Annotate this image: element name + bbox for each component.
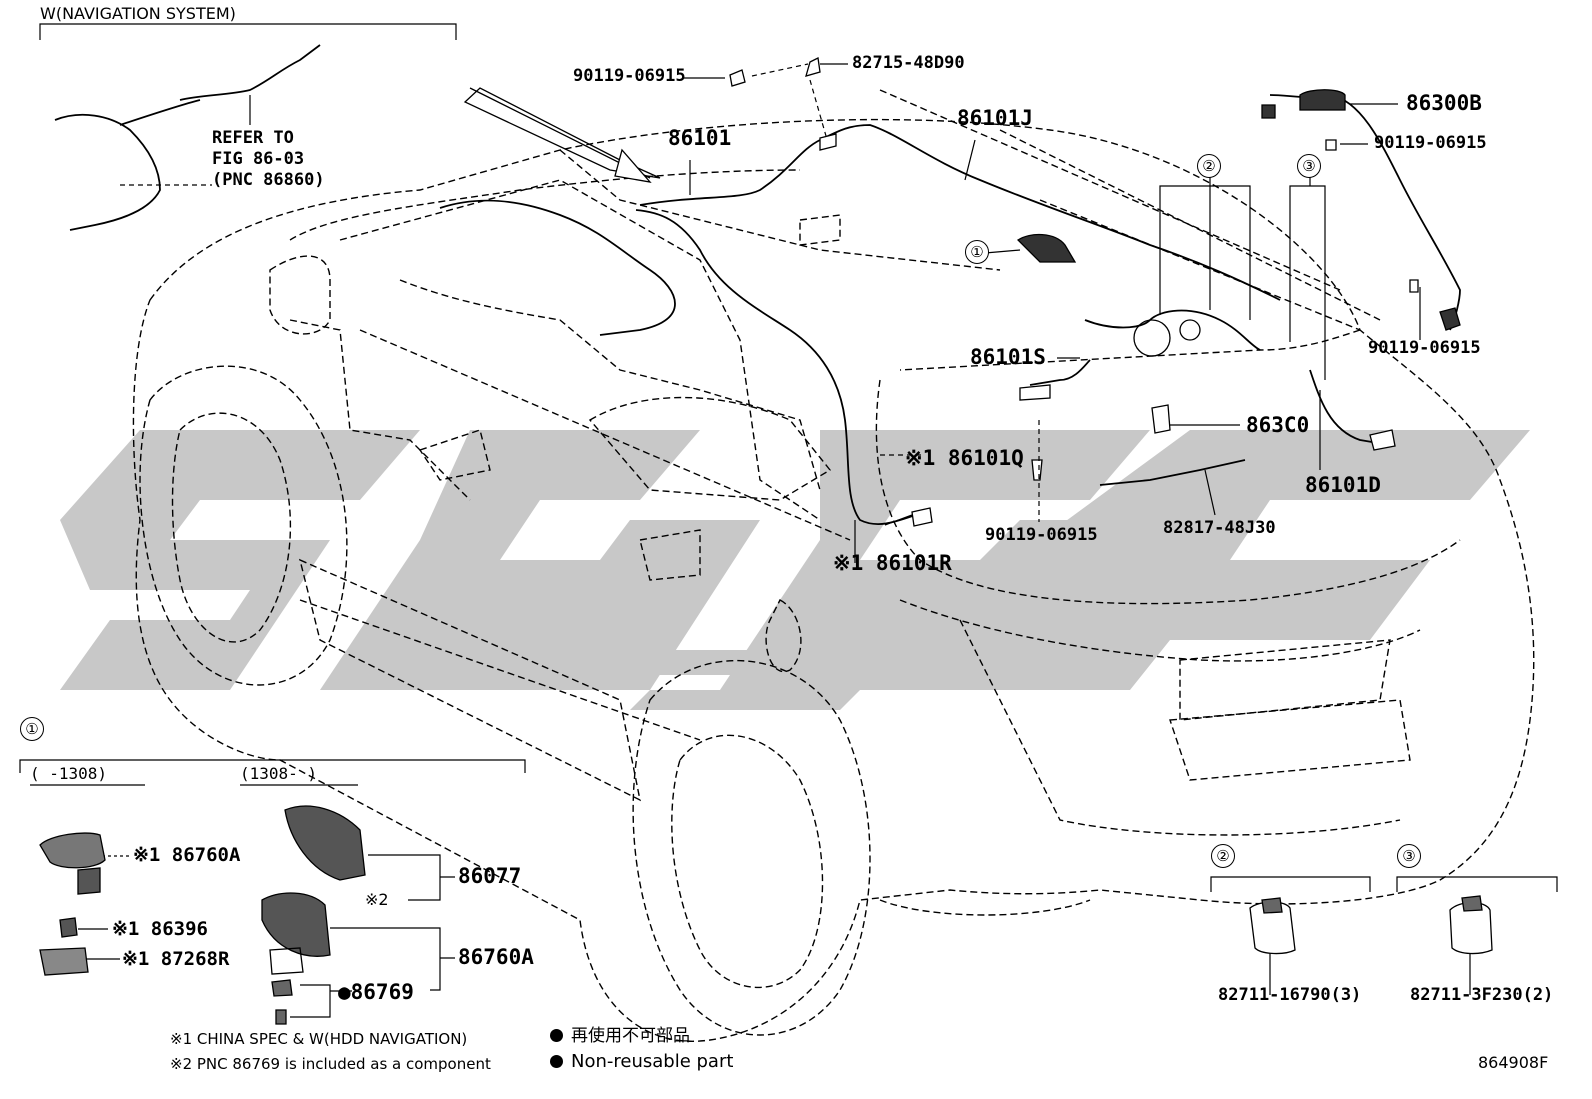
part-label-86101J[interactable]: 86101J xyxy=(957,106,1033,130)
part-label-86396[interactable]: ※1 86396 xyxy=(112,918,208,940)
detail1-marker: ① xyxy=(20,717,44,741)
part-label-82817[interactable]: 82817-48J30 xyxy=(1163,518,1276,538)
figure-id: 864908F xyxy=(1478,1053,1549,1072)
legend-dot-icon xyxy=(550,1029,563,1042)
detail1-range-new: (1308- ) xyxy=(240,764,318,783)
part-label-86760A-right[interactable]: 86760A xyxy=(458,945,534,969)
part-label-90119-center[interactable]: 90119-06915 xyxy=(985,525,1098,545)
part-label-86077[interactable]: 86077 xyxy=(458,864,522,888)
part-label-87268R[interactable]: ※1 87268R xyxy=(122,948,230,970)
part-label-86300B[interactable]: 86300B xyxy=(1406,91,1482,115)
vehicle-outline xyxy=(132,89,1535,1042)
legend-en: Non-reusable part xyxy=(550,1053,733,1071)
footnote-2: ※2 PNC 86769 is included as a component xyxy=(170,1055,491,1073)
part-label-82715[interactable]: 82715-48D90 xyxy=(852,53,965,73)
leader-lines xyxy=(19,23,1558,1018)
part-label-90119-top[interactable]: 90119-06915 xyxy=(573,66,686,86)
legend-cn-text: 再使用不可部品 xyxy=(571,1026,690,1046)
note-2-marker: ※2 xyxy=(365,890,389,909)
part-label-86101[interactable]: 86101 xyxy=(668,126,732,150)
legend-cn: 再使用不可部品 xyxy=(550,1028,690,1045)
refer-line-3: (PNC 86860) xyxy=(212,170,325,190)
part-label-82711-16790[interactable]: 82711-16790(3) xyxy=(1218,985,1362,1005)
legend-en-text: Non-reusable part xyxy=(571,1051,734,1072)
part-label-86769[interactable]: ●86769 xyxy=(338,980,414,1004)
part-label-86101Q[interactable]: ※1 86101Q xyxy=(905,446,1024,470)
callout-2[interactable]: ② xyxy=(1197,154,1221,178)
footnote-1: ※1 CHINA SPEC & W(HDD NAVIGATION) xyxy=(170,1030,468,1048)
view-arrow xyxy=(463,87,661,183)
refer-line-2: FIG 86-03 xyxy=(212,149,305,169)
part-label-82711-3F230[interactable]: 82711-3F230(2) xyxy=(1410,985,1554,1005)
detail3-marker: ③ xyxy=(1397,844,1421,868)
detail1-range-old: ( -1308) xyxy=(30,764,108,783)
part-label-86760A-left[interactable]: ※1 86760A xyxy=(133,844,241,866)
part-label-90119-right1[interactable]: 90119-06915 xyxy=(1374,133,1487,153)
header-title: W(NAVIGATION SYSTEM) xyxy=(40,4,236,23)
refer-line-1: REFER TO xyxy=(212,128,294,148)
part-label-90119-right2[interactable]: 90119-06915 xyxy=(1368,338,1481,358)
part-label-86101D[interactable]: 86101D xyxy=(1305,473,1381,497)
callout-3[interactable]: ③ xyxy=(1297,154,1321,178)
detail-part-drawings xyxy=(39,805,1493,1025)
legend-dot-icon xyxy=(550,1055,563,1068)
detail2-marker: ② xyxy=(1211,844,1235,868)
watermark-logo xyxy=(60,430,1530,710)
part-label-863C0[interactable]: 863C0 xyxy=(1246,413,1310,437)
part-label-86101S[interactable]: 86101S xyxy=(970,345,1046,369)
part-glyphs xyxy=(729,57,1461,527)
callout-1[interactable]: ① xyxy=(965,240,989,264)
part-label-86101R[interactable]: ※1 86101R xyxy=(833,551,952,575)
